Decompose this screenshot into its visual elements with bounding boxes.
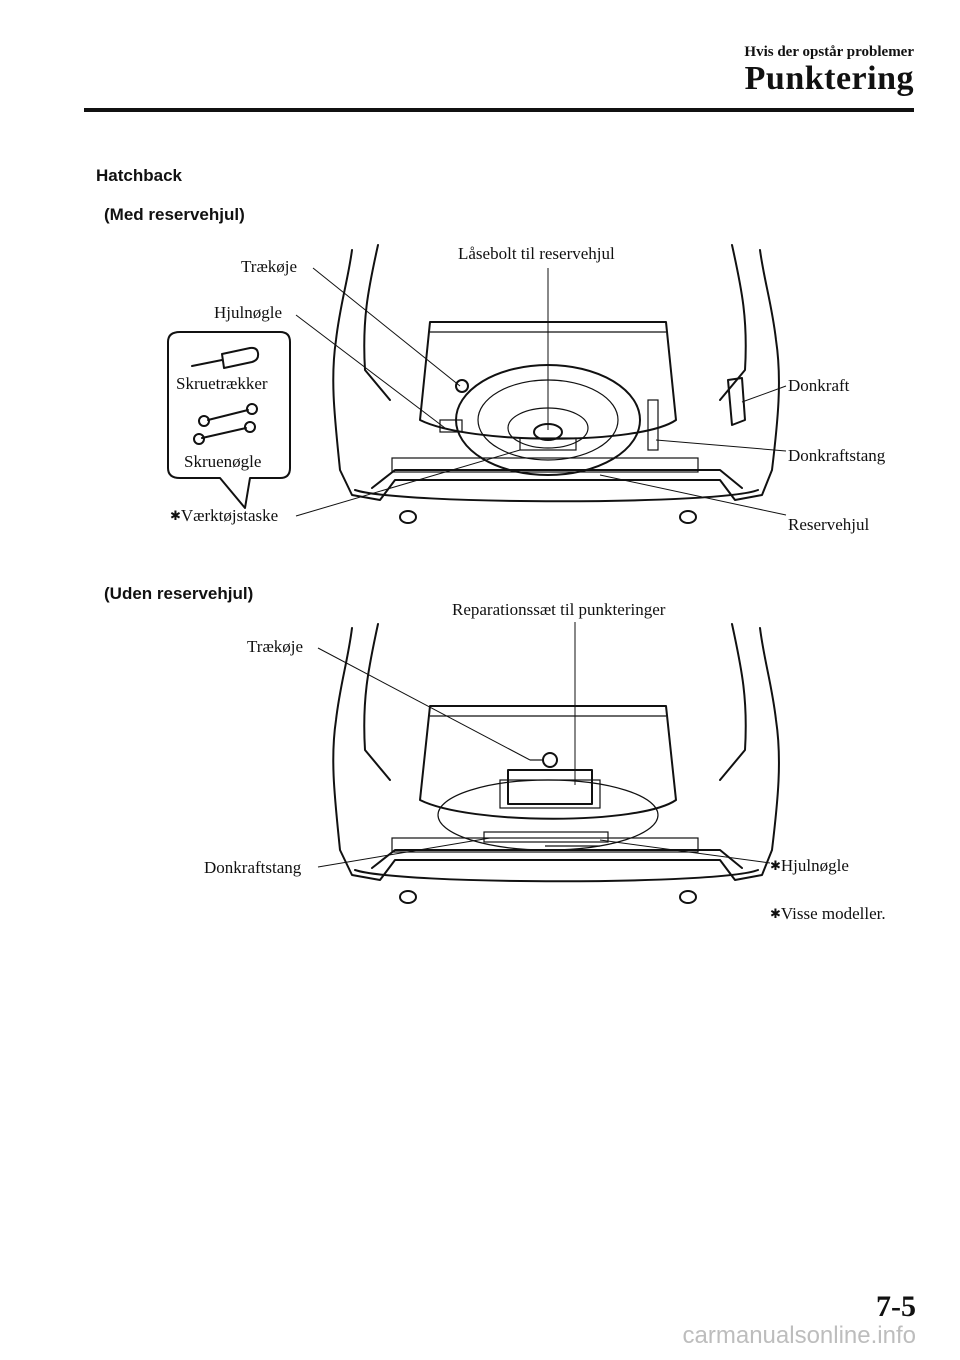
- section-heading: Hvis der opstår problemer: [744, 44, 914, 60]
- body-heading: Hatchback: [96, 166, 182, 185]
- watermark: carmanualsonline.info: [682, 1322, 916, 1349]
- car-trunk-with-spare: [332, 244, 780, 524]
- figure-2-leader-lines: [317, 622, 771, 868]
- label-jack: Donkraft: [788, 376, 850, 395]
- figure-2-caption: (Uden reservehjul): [104, 584, 254, 603]
- tool-bag-callout: [167, 331, 291, 509]
- footnote: ✱Visse modeller.: [770, 904, 886, 923]
- label-tow-eye: Trækøje: [241, 257, 298, 276]
- label-jack-handle: Donkraftstang: [788, 446, 886, 465]
- label-lug-wrench-2: ✱Hjulnøgle: [770, 856, 849, 875]
- header-rule: [84, 108, 914, 112]
- asterisk-icon: ✱: [770, 906, 781, 921]
- figure-1-leader-lines: [295, 267, 787, 517]
- wrench-icon: [193, 403, 258, 445]
- label-screwdriver: Skruetrækker: [176, 374, 268, 393]
- label-spanner: Skruenøgle: [184, 452, 262, 471]
- label-jack-handle-2: Donkraftstang: [204, 858, 302, 877]
- label-tool-bag: ✱Værktøjstaske: [170, 506, 279, 525]
- label-spare-tire: Reservehjul: [788, 515, 870, 534]
- car-trunk-without-spare: [332, 623, 780, 904]
- label-lug-wrench: Hjulnøgle: [214, 303, 282, 322]
- figure-1-caption: (Med reservehjul): [104, 205, 245, 224]
- page-title: Punktering: [744, 60, 914, 97]
- asterisk-icon: ✱: [170, 508, 181, 523]
- label-repair-kit: Reparationssæt til punkteringer: [452, 600, 666, 619]
- screwdriver-icon: [191, 346, 260, 369]
- label-spare-lock-bolt: Låsebolt til reservehjul: [458, 244, 615, 263]
- page-number: 7-5: [876, 1290, 916, 1323]
- label-tow-eye-2: Trækøje: [247, 637, 304, 656]
- asterisk-icon: ✱: [770, 858, 781, 873]
